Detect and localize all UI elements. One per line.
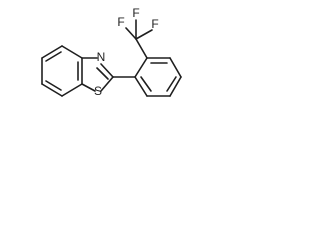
bond-thiazole-4	[81, 83, 96, 92]
trifluoromethyl-group	[125, 19, 153, 59]
bond-aryl-double-3	[140, 76, 152, 92]
bond-cf3-f2	[135, 29, 153, 40]
bond-cf3-f1	[125, 27, 137, 40]
bond-benzo-double-1	[45, 51, 62, 62]
bond-cf3-attach	[135, 38, 148, 59]
trifluoromethyl-benzene-ring	[134, 57, 182, 97]
bond-benzo-2	[61, 45, 83, 59]
bond-thiazole-2	[100, 63, 114, 78]
thiazole-ring	[81, 57, 114, 92]
bond-benzo-1	[41, 45, 63, 59]
bond-aryl-4	[169, 76, 182, 97]
bond-benzo-double-3	[45, 80, 62, 91]
bond-benzo-4	[61, 83, 83, 97]
fluorine-label-left: F	[117, 15, 124, 29]
bond-thiazole-double	[96, 67, 109, 80]
bond-aryl-6	[134, 76, 148, 97]
bond-aryl-3	[169, 57, 182, 78]
benzene-ring	[41, 45, 83, 97]
bond-benzo-5	[41, 83, 63, 97]
bond-thiazole-3	[100, 76, 114, 92]
molecule-canvas: N S F F F	[0, 0, 202, 131]
bond-aryl-1	[134, 57, 148, 78]
fluorine-label-top: F	[132, 6, 139, 20]
bond-aryl-double-2	[166, 76, 177, 92]
nitrogen-label: N	[97, 50, 106, 64]
sulfur-label: S	[94, 84, 102, 98]
benzothiazole-structure-diagram: N S F F F	[41, 6, 182, 98]
fluorine-label-right: F	[151, 17, 158, 31]
